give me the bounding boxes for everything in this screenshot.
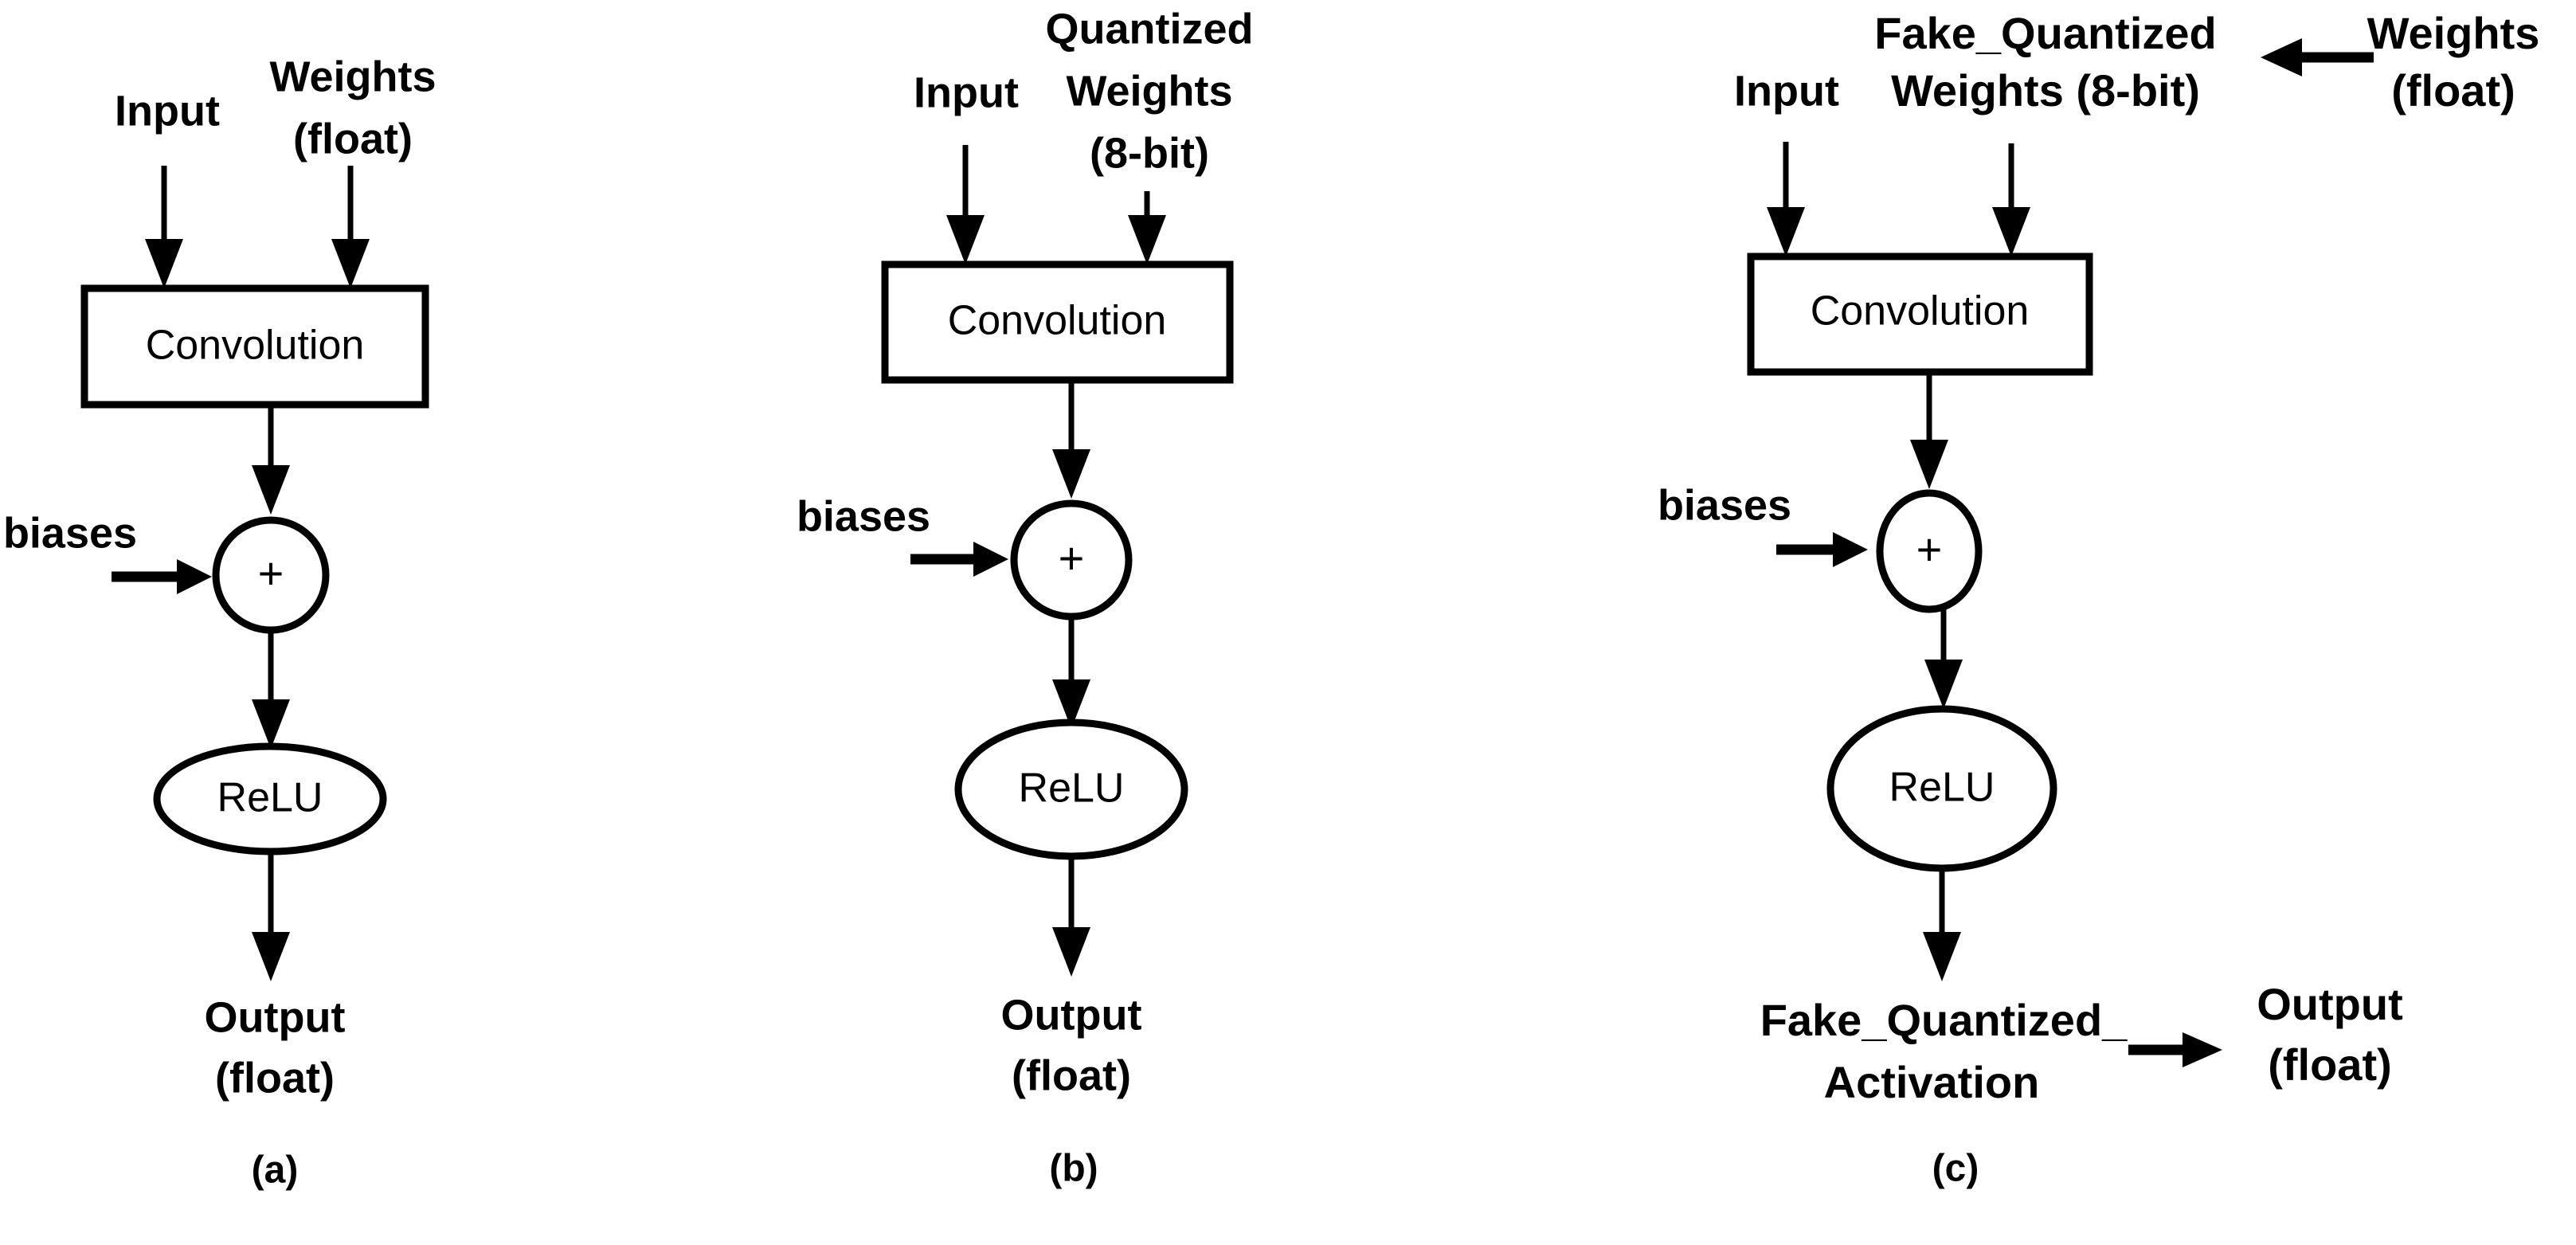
panel-c-output-label-line2: (float) bbox=[2268, 1039, 2392, 1090]
panel-b: Input Quantized Weights (8-bit) Convolut… bbox=[797, 5, 1254, 1189]
panel-a-convolution-label: Convolution bbox=[146, 323, 365, 369]
panel-b-weights-label-line2: Weights bbox=[1066, 67, 1232, 115]
panel-b-convolution-label: Convolution bbox=[948, 298, 1167, 344]
panel-c-relu-node[interactable]: ReLU bbox=[1826, 705, 2057, 872]
panel-a-caption: (a) bbox=[252, 1149, 299, 1192]
panel-c-relu-label: ReLU bbox=[1889, 765, 1995, 811]
panel-a-weights-arrow bbox=[331, 166, 370, 288]
panel-c-convolution-box[interactable]: Convolution bbox=[1747, 253, 2093, 376]
panel-a-relu-node[interactable]: ReLU bbox=[153, 742, 387, 855]
panel-a-add-node[interactable]: + bbox=[212, 516, 330, 634]
panel-c-fake-quantized-weights-label-line2: Weights (8-bit) bbox=[1891, 65, 2200, 115]
panel-c-convolution-label: Convolution bbox=[1811, 288, 2030, 335]
panel-a-biases-arrow bbox=[112, 559, 212, 594]
panel-a-convolution-box[interactable]: Convolution bbox=[80, 284, 429, 409]
panel-a-biases-label: biases bbox=[3, 509, 137, 557]
panel-b-weights-label-line3: (8-bit) bbox=[1090, 129, 1209, 177]
panel-a-output-label-line1: Output bbox=[205, 993, 346, 1041]
panel-c-add-node[interactable]: + bbox=[1876, 489, 1983, 613]
panel-b-add-to-relu-arrow bbox=[1052, 617, 1090, 729]
panel-c-fake-quantized-weights-label-line1: Fake_Quantized bbox=[1874, 8, 2216, 58]
panel-b-biases-label: biases bbox=[797, 492, 930, 540]
panel-b-relu-node[interactable]: ReLU bbox=[954, 718, 1188, 860]
panel-b-relu-to-output-arrow bbox=[1052, 856, 1090, 977]
panel-b-caption: (b) bbox=[1049, 1148, 1098, 1190]
panel-a-add-to-relu-arrow bbox=[252, 630, 290, 749]
panel-a-add-label: + bbox=[258, 548, 284, 598]
panel-a-conv-to-add-arrow bbox=[252, 405, 290, 515]
panel-b-weights-arrow bbox=[1128, 191, 1166, 264]
panel-b-relu-label: ReLU bbox=[1019, 765, 1125, 812]
panel-c-activation-to-output-arrow bbox=[2128, 1032, 2222, 1067]
panel-c-add-label: + bbox=[1916, 524, 1943, 574]
panel-c-input-label: Input bbox=[1734, 67, 1839, 115]
panel-b-add-node[interactable]: + bbox=[1010, 499, 1133, 621]
panel-a-weights-label-line1: Weights bbox=[269, 53, 436, 100]
panel-c-fake-quantized-activation-label-line1: Fake_Quantized_ bbox=[1760, 995, 2128, 1045]
panel-c-source-weights-label-line1: Weights bbox=[2367, 8, 2540, 58]
panel-a-relu-to-output-arrow bbox=[252, 852, 290, 981]
panel-c: Input Fake_Quantized Weights (8-bit) Wei… bbox=[1658, 8, 2539, 1190]
panel-b-input-label: Input bbox=[914, 69, 1019, 116]
panel-a-relu-label: ReLU bbox=[217, 775, 323, 821]
panel-b-weights-label-line1: Quantized bbox=[1045, 5, 1253, 53]
panel-b-output-label-line1: Output bbox=[1001, 991, 1142, 1039]
panel-c-fake-quantized-activation-label-line2: Activation bbox=[1824, 1057, 2040, 1107]
panel-b-convolution-box[interactable]: Convolution bbox=[881, 260, 1234, 384]
panel-c-biases-label: biases bbox=[1658, 481, 1791, 529]
panel-c-output-label-line1: Output bbox=[2257, 979, 2402, 1029]
panel-c-source-weights-label-line2: (float) bbox=[2391, 65, 2515, 115]
panel-a: Input Weights (float) Convolution biases bbox=[3, 53, 437, 1191]
panel-c-fakequant-weights-arrow bbox=[1992, 143, 2030, 256]
panel-c-weights-to-fakequant-arrow bbox=[2261, 38, 2374, 76]
panel-b-conv-to-add-arrow bbox=[1052, 380, 1090, 499]
panel-a-input-label: Input bbox=[115, 87, 220, 135]
panel-c-input-arrow bbox=[1767, 142, 1805, 256]
panel-c-relu-to-activation-arrow bbox=[1923, 868, 1961, 981]
panel-b-input-arrow bbox=[946, 145, 985, 264]
panel-b-biases-arrow bbox=[910, 542, 1008, 577]
panel-c-caption: (c) bbox=[1932, 1148, 1979, 1190]
panel-b-output-label-line2: (float) bbox=[1012, 1051, 1131, 1099]
panel-c-biases-arrow bbox=[1776, 532, 1868, 567]
panel-a-weights-label-line2: (float) bbox=[293, 115, 413, 162]
panel-a-input-arrow bbox=[145, 166, 183, 288]
panel-a-output-label-line2: (float) bbox=[215, 1054, 335, 1102]
panel-c-conv-to-add-arrow bbox=[1910, 372, 1948, 489]
panel-c-add-to-relu-arrow bbox=[1924, 609, 1963, 709]
panel-b-add-label: + bbox=[1059, 533, 1085, 583]
